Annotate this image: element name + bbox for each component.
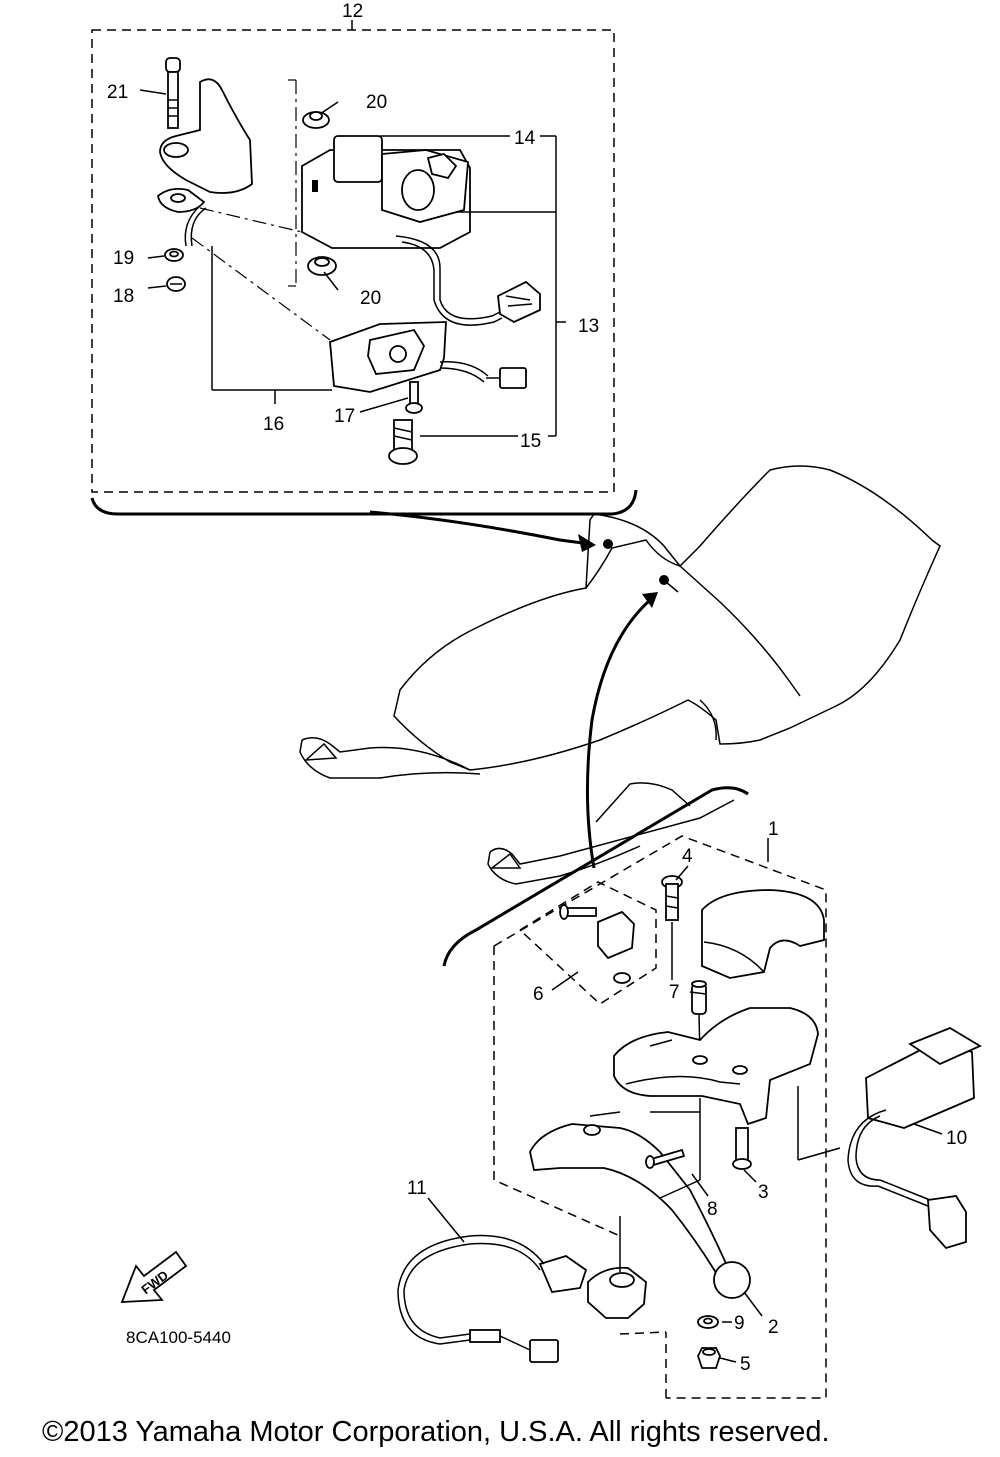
bolt-15 (388, 419, 418, 465)
mounting-guide-lines (191, 79, 331, 341)
relay-cable (395, 235, 503, 326)
nut-5 (697, 1347, 721, 1369)
bracket-part (157, 78, 253, 247)
callout-4: 4 (682, 846, 693, 867)
relay-14 (301, 135, 471, 249)
sensor-11 (397, 1234, 647, 1363)
screw-8 (645, 1148, 686, 1169)
washer-9 (697, 1315, 719, 1329)
callout-lines-upper (139, 89, 566, 437)
callout-18: 18 (113, 286, 134, 307)
screw-4 (661, 875, 683, 921)
callout-14: 14 (514, 128, 536, 149)
collar-7 (691, 980, 707, 1015)
fwd-arrow-icon: FWD (120, 1250, 188, 1303)
bolt-3 (732, 1127, 752, 1170)
snowmobile-outline (299, 465, 941, 885)
lever-cover (701, 889, 825, 979)
connector-10 (847, 1026, 982, 1250)
callout-10: 10 (946, 1128, 967, 1149)
callout-16: 16 (263, 414, 284, 435)
callout-7: 7 (669, 982, 680, 1003)
washer-18 (166, 276, 186, 292)
callout-19: 19 (113, 248, 134, 269)
callout-15: 15 (520, 431, 541, 452)
callout-21: 21 (107, 82, 128, 103)
switch-assembly-6 (559, 904, 635, 984)
throttle-lever-2 (529, 1123, 751, 1299)
callout-12: 12 (342, 1, 363, 22)
callout-5: 5 (740, 1354, 751, 1375)
callout-3: 3 (758, 1182, 769, 1203)
copyright-notice: ©2013 Yamaha Motor Corporation, U.S.A. A… (42, 1416, 830, 1448)
nut-19 (164, 248, 184, 262)
diagram-code: 8CA100-5440 (126, 1328, 231, 1347)
inset-frame-lower (442, 786, 827, 1399)
lever-housing (613, 1007, 819, 1126)
callout-6: 6 (533, 984, 544, 1005)
screw-17 (405, 381, 423, 414)
bolt-21 (165, 57, 181, 129)
callout-lines-lower (427, 838, 943, 1363)
callout-9: 9 (734, 1313, 745, 1334)
callout-20-top: 20 (366, 92, 387, 113)
sensor-box-16 (329, 321, 527, 393)
connector-13 (497, 280, 541, 324)
grommet-20-top (302, 111, 330, 129)
callout-20-bottom: 20 (360, 288, 381, 309)
callout-17: 17 (334, 406, 355, 427)
grommet-20-bottom (307, 256, 337, 276)
inset-frame-12 (90, 20, 638, 516)
callout-11: 11 (407, 1178, 427, 1199)
callout-1: 1 (768, 819, 779, 840)
callout-13: 13 (578, 316, 599, 337)
callout-8: 8 (707, 1199, 718, 1220)
callout-2: 2 (768, 1317, 779, 1338)
mount-arrows (369, 510, 679, 869)
